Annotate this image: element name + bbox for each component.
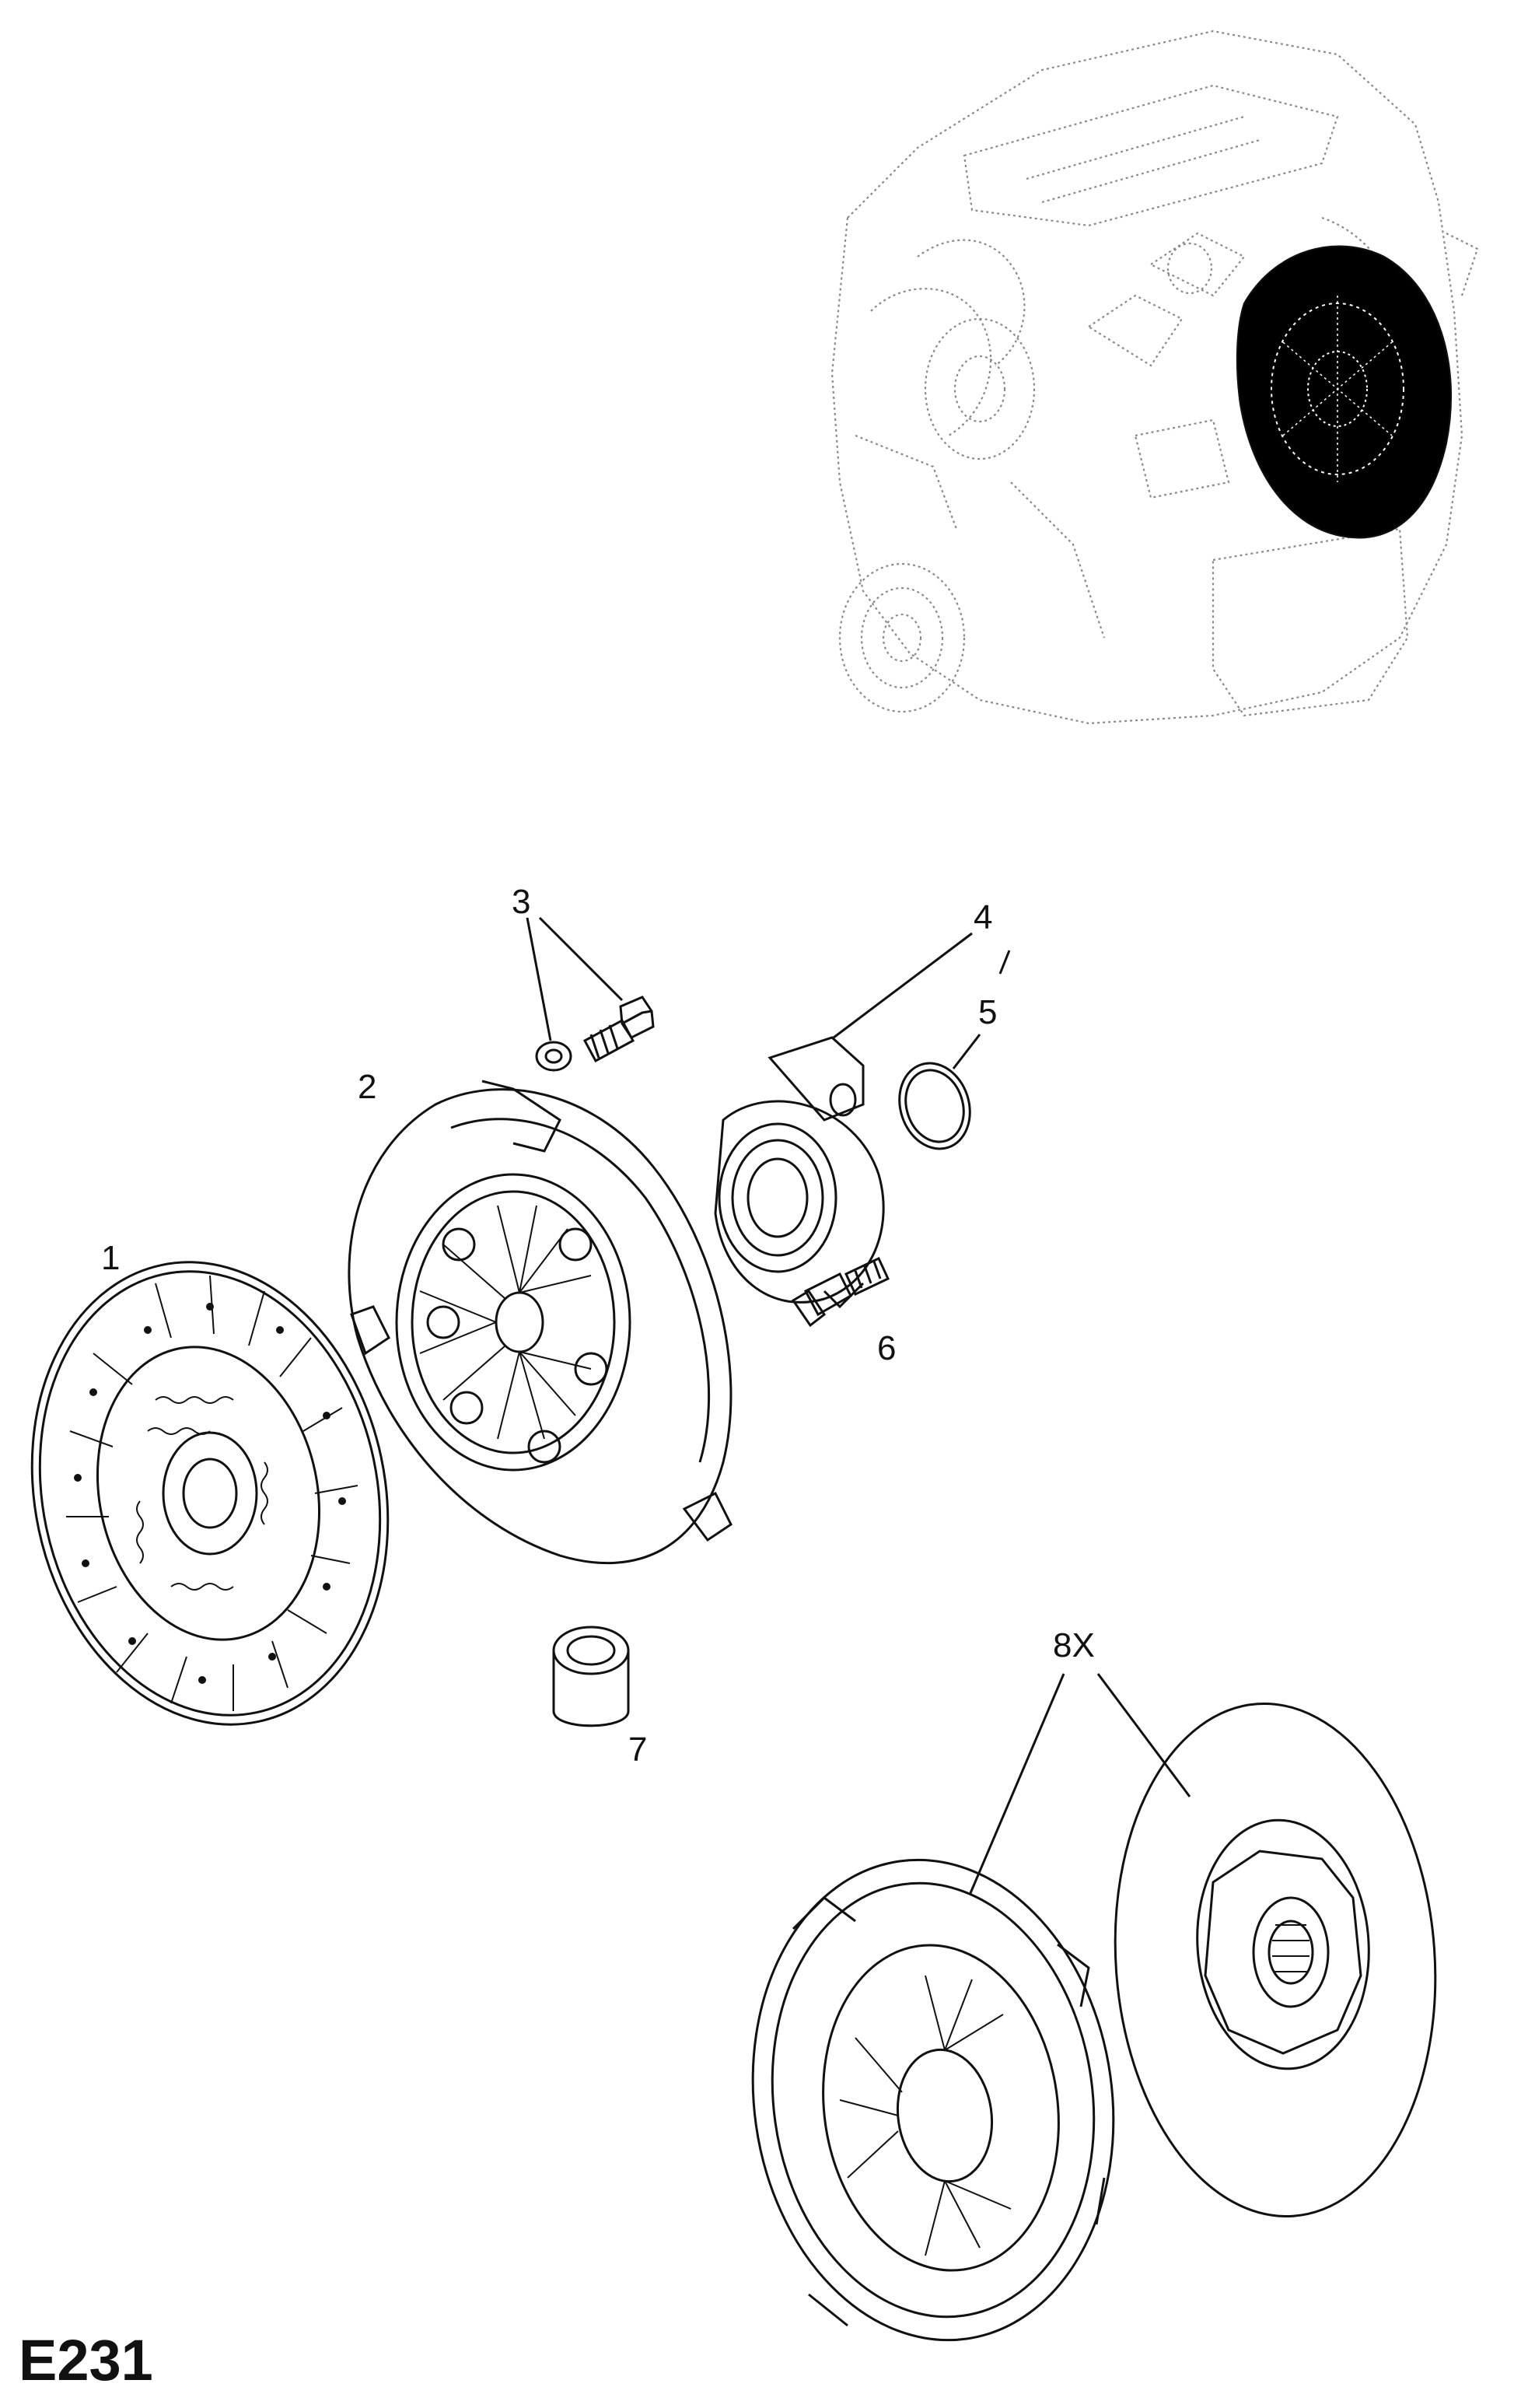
- kit-clutch-disc: [1114, 1702, 1437, 2218]
- part-8x-clutch-kit: [751, 1702, 1437, 2342]
- callout-part-7: 7: [628, 1731, 647, 1769]
- callout-labels: 1 2 3 4 5 6 7 8X: [101, 883, 1095, 1769]
- diagram-code-label: E231: [19, 2328, 153, 2392]
- bolt-part-3: [582, 996, 655, 1063]
- callout-part-1: 1: [101, 1239, 120, 1277]
- engine-overview-illustration: [830, 30, 1479, 725]
- diaphragm-fingers: [419, 1205, 592, 1440]
- callout-part-2: 2: [358, 1068, 376, 1106]
- kit-pressure-plate: [751, 1858, 1115, 2342]
- leader-lines: [526, 916, 1191, 1894]
- callout-part-4: 4: [974, 898, 992, 936]
- washer-part-3: [535, 1041, 572, 1072]
- highlighted-clutch-location: [1236, 245, 1452, 539]
- part-2-pressure-plate: [348, 1080, 733, 1565]
- part-7-pilot-bush: [552, 1626, 630, 1727]
- callout-part-6: 6: [877, 1329, 896, 1367]
- part-4-slave-cylinder: [714, 1036, 885, 1309]
- front-pulley-ghost: [838, 562, 966, 713]
- part-5-o-ring: [898, 1062, 971, 1150]
- kit-disc-splines: [1272, 1924, 1309, 1972]
- damper-springs: [136, 1396, 268, 1591]
- callout-part-5: 5: [978, 993, 997, 1031]
- friction-grooves: [66, 1275, 358, 1711]
- callout-part-3: 3: [512, 883, 530, 921]
- callout-part-8x: 8X: [1053, 1626, 1095, 1664]
- rivet-dots: [74, 1303, 346, 1684]
- part-1-clutch-disc: [30, 1261, 390, 1726]
- kit-pressure-plate-fingers: [839, 1975, 1012, 2256]
- part-3-bolt-and-washer: [535, 996, 655, 1072]
- part-6-bolt: [791, 1256, 890, 1328]
